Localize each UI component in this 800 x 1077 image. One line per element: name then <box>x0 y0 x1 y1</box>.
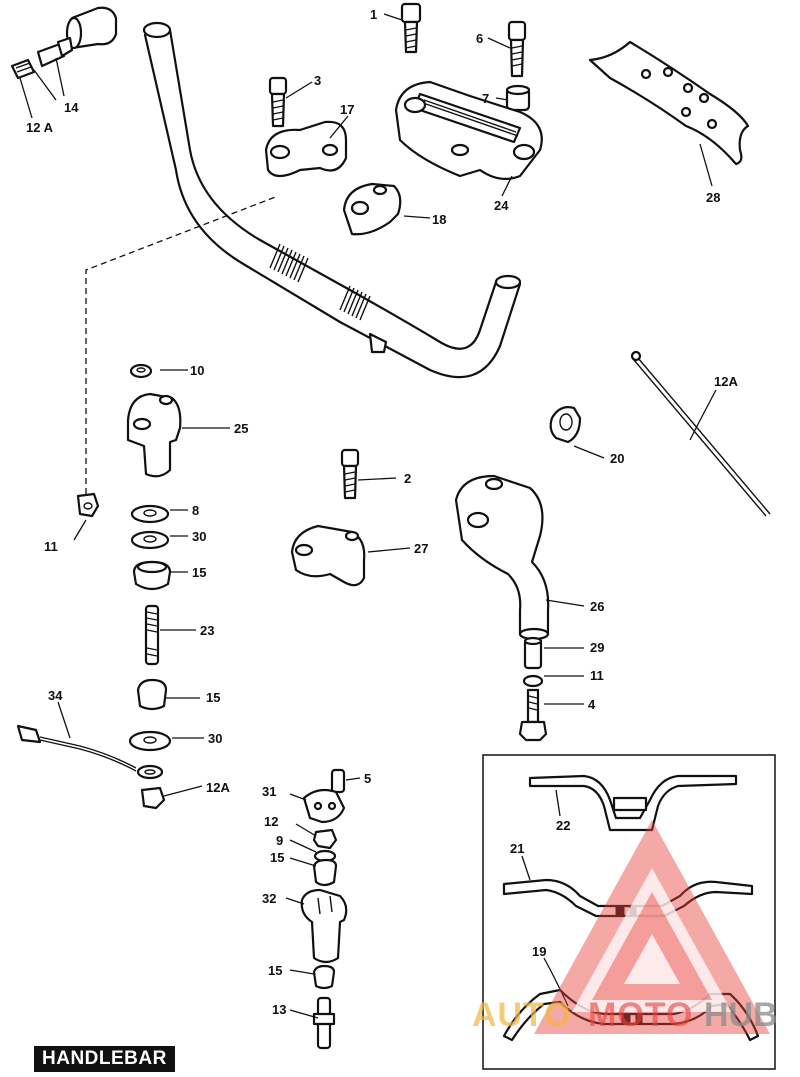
callout-32: 31 <box>262 784 276 799</box>
callout-5: 5 <box>364 771 371 786</box>
part-27-riser-bar <box>454 474 550 641</box>
part-16-bushing <box>132 560 172 591</box>
part-3-bolt <box>268 76 288 128</box>
callout-28: 27 <box>414 541 428 556</box>
diagram-title-plate: HANDLEBAR <box>34 1046 175 1072</box>
callout-26: 25 <box>234 421 248 436</box>
part-8-washer <box>130 504 170 524</box>
part-33-riser <box>300 888 348 964</box>
part-24-stud <box>144 604 160 666</box>
part-30-pin <box>523 636 543 670</box>
part-13-rod <box>630 350 771 517</box>
part-15-stud <box>312 996 336 1050</box>
callout-13: 12A <box>714 374 738 389</box>
callout-24: 23 <box>200 623 214 638</box>
part-26-riser <box>126 392 182 478</box>
part-11-lockwasher <box>522 674 544 688</box>
callout-29: 28 <box>706 190 720 205</box>
callout-7: 7 <box>482 91 489 106</box>
callout-16-d: 15 <box>268 963 282 978</box>
callout-labels: 1 6 3 14 12 A 17 7 18 24 28 12A 10 25 20… <box>26 7 738 1017</box>
callout-31-b: 30 <box>208 731 222 746</box>
part-6-bolt <box>507 20 527 78</box>
callout-14: 12 A <box>26 120 54 135</box>
callout-17: 14 <box>64 100 79 115</box>
part-23-handlebar <box>528 774 738 832</box>
callout-31: 30 <box>192 529 206 544</box>
callout-33: 32 <box>262 891 276 906</box>
callout-12a-left: 12A <box>206 780 230 795</box>
callout-22: 21 <box>510 841 524 856</box>
part-10-nut <box>129 363 153 379</box>
callout-27: 26 <box>590 599 604 614</box>
part-7-spacer <box>505 84 531 112</box>
callout-18: 17 <box>340 102 354 117</box>
callout-20: 19 <box>532 944 546 959</box>
part-2-bolt <box>340 448 360 500</box>
callout-12a-center: 12 <box>264 814 278 829</box>
callout-6: 6 <box>476 31 483 46</box>
watermark-logo: AUTO MOTO HUB <box>472 820 778 1034</box>
part-25-top-clamp <box>394 80 543 181</box>
alignment-line <box>85 195 279 494</box>
callout-30: 29 <box>590 640 604 655</box>
part-4-bolt <box>518 688 548 742</box>
part-21-clip <box>549 406 582 444</box>
callout-23: 22 <box>556 818 570 833</box>
callout-10: 10 <box>190 363 204 378</box>
part-31-washer-lower <box>128 730 172 752</box>
callout-34: 34 <box>48 688 63 703</box>
part-19-clamp <box>342 182 402 236</box>
watermark-hub: HUB <box>704 996 778 1034</box>
callout-21: 20 <box>610 451 624 466</box>
handlebar-variants-inset <box>482 754 776 1070</box>
callout-16-b: 15 <box>206 690 220 705</box>
callout-25: 24 <box>494 198 509 213</box>
callout-12: 11 <box>44 539 58 554</box>
part-32-cap <box>302 788 346 824</box>
callout-11: 11 <box>590 668 604 683</box>
part-17-nipple <box>36 36 74 68</box>
part-1-bolt <box>400 2 422 54</box>
callout-15: 13 <box>272 1002 286 1017</box>
watermark-auto: AUTO <box>472 996 572 1034</box>
callout-3: 3 <box>314 73 321 88</box>
callout-9: 9 <box>276 833 283 848</box>
part-16-center-bushing-lower <box>312 964 336 990</box>
part-28-riser <box>290 524 366 587</box>
part-18-clamp <box>264 120 348 178</box>
callout-2: 2 <box>404 471 411 486</box>
leader-lines <box>19 13 717 1019</box>
part-16-center-bushing <box>312 858 338 887</box>
part-31-washer <box>130 530 170 550</box>
part-handlebar-tube <box>142 21 522 379</box>
part-29-plate <box>588 40 750 166</box>
callout-4: 4 <box>588 697 596 712</box>
callout-19: 18 <box>432 212 446 227</box>
part-16-bushing-lower <box>136 678 168 711</box>
part-20-handlebar <box>502 988 760 1042</box>
watermark-moto: MOTO <box>588 996 693 1034</box>
callout-8: 8 <box>192 503 199 518</box>
part-5-pin <box>330 768 346 794</box>
part-34-ground-wire <box>16 724 164 780</box>
callout-16-c: 15 <box>270 850 284 865</box>
part-14-fitting <box>10 58 36 80</box>
part-12a-nut <box>140 786 166 810</box>
part-12a-center-nut <box>312 828 338 850</box>
part-12-nut <box>76 492 100 518</box>
callout-16-a: 15 <box>192 565 206 580</box>
callout-1: 1 <box>370 7 377 22</box>
part-17-sleeve <box>65 6 118 50</box>
